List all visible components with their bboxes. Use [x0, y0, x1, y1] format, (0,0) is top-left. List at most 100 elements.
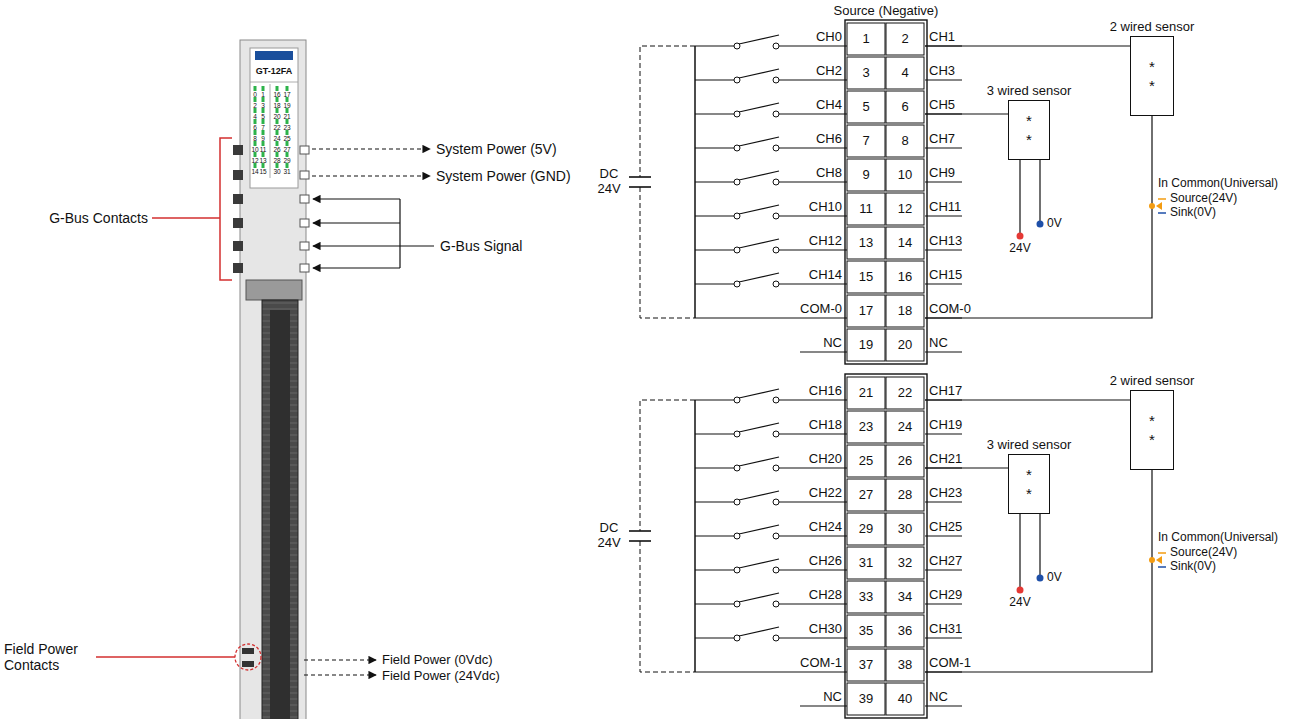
terminal-cell — [847, 57, 885, 89]
terminal-number: 31 — [859, 556, 873, 571]
signal-name: CH26 — [809, 554, 842, 569]
supply-label: DC 24V — [594, 167, 624, 197]
switch-lever — [739, 457, 779, 466]
switch-contact — [773, 601, 779, 607]
switch-lever — [739, 593, 779, 602]
led-number: 9 — [261, 136, 265, 143]
led-number: 19 — [283, 103, 290, 110]
signal-name: NC — [929, 690, 948, 705]
wire — [779, 113, 847, 114]
led-number: 23 — [283, 125, 290, 132]
wire — [695, 637, 734, 638]
terminal-cell — [886, 295, 924, 327]
terminal-cell — [847, 649, 885, 681]
wire — [695, 283, 734, 284]
switch-lever — [739, 423, 779, 432]
signal-name: CH15 — [929, 268, 962, 283]
led-number: 4 — [253, 114, 257, 121]
switch-contact — [773, 567, 779, 573]
terminal-cell — [847, 23, 885, 55]
wire — [925, 637, 962, 638]
led-number: 18 — [273, 103, 280, 110]
wire — [695, 317, 847, 318]
terminal-number: 35 — [859, 624, 873, 639]
terminal-cell — [886, 125, 924, 157]
sensor-box: 3 wired sensor* * — [1008, 100, 1050, 160]
led-number: 29 — [283, 158, 290, 165]
led-number: 14 — [251, 169, 258, 176]
sensor-marks: * * — [1025, 465, 1033, 504]
wire — [779, 249, 847, 250]
led-number: 17 — [283, 92, 290, 99]
wire — [925, 351, 962, 352]
wire — [779, 147, 847, 148]
wire — [695, 603, 734, 604]
wire — [695, 249, 734, 250]
led-number: 1 — [261, 92, 265, 99]
common-dot — [1149, 203, 1155, 209]
gbus-contact — [233, 241, 243, 251]
switch-contact — [773, 499, 779, 505]
terminal-cell — [886, 479, 924, 511]
terminal-cell — [847, 479, 885, 511]
switch-lever — [739, 389, 779, 398]
terminal-number: 18 — [898, 304, 912, 319]
wire — [695, 433, 734, 434]
terminal-cell — [847, 125, 885, 157]
led-number: 2 — [253, 103, 257, 110]
blue-bar — [255, 51, 293, 60]
terminal-number: 7 — [862, 134, 869, 149]
terminal-cell — [847, 683, 885, 715]
signal-arrow — [313, 198, 400, 199]
signal-arrow — [313, 222, 400, 223]
sensor-wire — [1039, 160, 1040, 224]
wire — [779, 637, 847, 638]
wire — [779, 501, 847, 502]
switch-lever — [739, 137, 779, 146]
led-number: 10 — [251, 147, 258, 154]
terminal-number: 33 — [859, 590, 873, 605]
wire — [800, 705, 847, 706]
common-bus — [694, 46, 696, 318]
wire — [779, 603, 847, 604]
signal-bus — [400, 245, 434, 246]
wire — [925, 569, 962, 570]
terminal-cell — [886, 411, 924, 443]
terminal-number: 34 — [898, 590, 912, 605]
led-number: 22 — [273, 125, 280, 132]
wire — [779, 79, 847, 80]
terminal-number: 37 — [859, 658, 873, 673]
terminal-cell — [886, 377, 924, 409]
battery-plate — [629, 176, 651, 178]
terminal-cell — [886, 649, 924, 681]
signal-name: NC — [823, 690, 842, 705]
terminal-cell — [847, 411, 885, 443]
callout-label: Field Power Contacts — [4, 641, 92, 673]
terminal-number: 6 — [901, 100, 908, 115]
wire — [695, 181, 734, 182]
gbus-notch — [300, 264, 309, 272]
terminal-number: 24 — [898, 420, 912, 435]
signal-name: CH10 — [809, 200, 842, 215]
signal-name: CH12 — [809, 234, 842, 249]
terminal-number: 14 — [898, 236, 912, 251]
wire — [779, 467, 847, 468]
terminal-number: 23 — [859, 420, 873, 435]
signal-name: CH14 — [809, 268, 842, 283]
module-illustration — [233, 40, 309, 719]
wire — [695, 501, 734, 502]
voltage-label: 24V — [1009, 242, 1030, 256]
gbus-contact — [233, 145, 243, 155]
signal-name: COM-1 — [929, 656, 971, 671]
terminal-cell — [847, 513, 885, 545]
label-panel — [250, 48, 298, 188]
wire — [925, 181, 962, 182]
terminal-cell — [847, 91, 885, 123]
terminal-number: 39 — [859, 692, 873, 707]
led-number: 24 — [273, 136, 280, 143]
terminal-number: 25 — [859, 454, 873, 469]
terminal-cell — [847, 295, 885, 327]
wire — [925, 147, 962, 148]
sensor-marks: * * — [1148, 57, 1156, 96]
terminal-number: 1 — [862, 32, 869, 47]
